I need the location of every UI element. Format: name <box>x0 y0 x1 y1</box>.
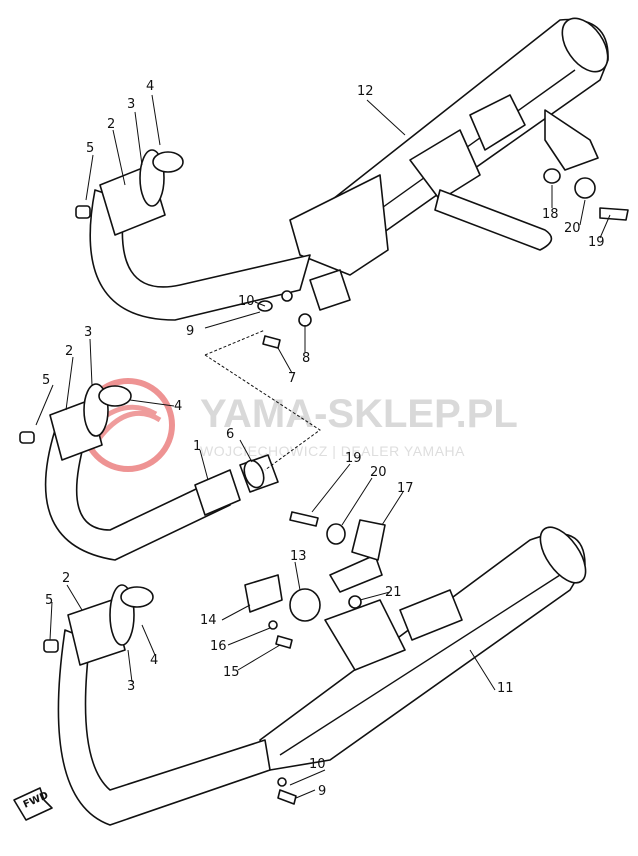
callout-9: 9 <box>318 784 326 799</box>
clamp-area-middle <box>19 383 132 461</box>
callout-7: 7 <box>288 371 296 386</box>
callout-20: 20 <box>564 221 581 236</box>
muffler-12 <box>289 17 609 276</box>
callout-19: 19 <box>588 235 605 250</box>
callout-17: 17 <box>397 481 414 496</box>
callout-15: 15 <box>223 665 240 680</box>
fwd-marker: FWD <box>13 787 53 821</box>
callout-16: 16 <box>210 639 227 654</box>
muffler-11 <box>259 526 587 771</box>
callout-9: 9 <box>186 324 194 339</box>
callout-1: 1 <box>193 439 201 454</box>
callout-4: 4 <box>150 653 158 668</box>
bolts-9-10-bottom <box>277 777 297 805</box>
bracket-parts-13-21 <box>244 511 386 649</box>
callout-8: 8 <box>302 351 310 366</box>
callout-10: 10 <box>238 294 255 309</box>
header-pipe-top <box>89 189 311 321</box>
callout-3: 3 <box>127 679 135 694</box>
dashed-leader <box>204 329 321 471</box>
callout-19: 19 <box>345 451 362 466</box>
callout-10: 10 <box>309 757 326 772</box>
callout-12: 12 <box>357 84 374 99</box>
callout-18: 18 <box>542 207 559 222</box>
watermark-subtitle: WOJCIECHOWICZ | DEALER YAMAHA <box>200 443 465 459</box>
callout-3: 3 <box>127 97 135 112</box>
header-pipe-middle <box>44 429 241 561</box>
header-pipe-bottom <box>57 629 271 826</box>
callout-20: 20 <box>370 465 387 480</box>
callout-4: 4 <box>174 399 182 414</box>
sleeve-6 <box>239 454 279 493</box>
callout-5: 5 <box>86 141 94 156</box>
bracket-18-20-19 <box>543 109 629 221</box>
callout-6: 6 <box>226 427 234 442</box>
callout-5: 5 <box>45 593 53 608</box>
callout-2: 2 <box>107 117 115 132</box>
callout-5: 5 <box>42 373 50 388</box>
clamp-area-top <box>75 149 351 311</box>
watermark-title: YAMA-SKLEP.PL <box>200 392 518 436</box>
callout-3: 3 <box>84 325 92 340</box>
callout-14: 14 <box>200 613 217 628</box>
callout-21: 21 <box>385 585 402 600</box>
callouts: 12 4 3 2 5 18 20 19 10 9 8 7 3 2 5 4 6 1… <box>42 79 605 799</box>
callout-11: 11 <box>497 681 514 696</box>
watermark: YAMA-SKLEP.PL WOJCIECHOWICZ | DEALER YAM… <box>81 378 518 472</box>
clamp-area-bottom <box>43 584 154 666</box>
leader-lines <box>35 94 611 799</box>
callout-2: 2 <box>62 571 70 586</box>
callout-2: 2 <box>65 344 73 359</box>
callout-4: 4 <box>146 79 154 94</box>
bolts-7-8-9-10 <box>257 290 312 349</box>
callout-13: 13 <box>290 549 307 564</box>
